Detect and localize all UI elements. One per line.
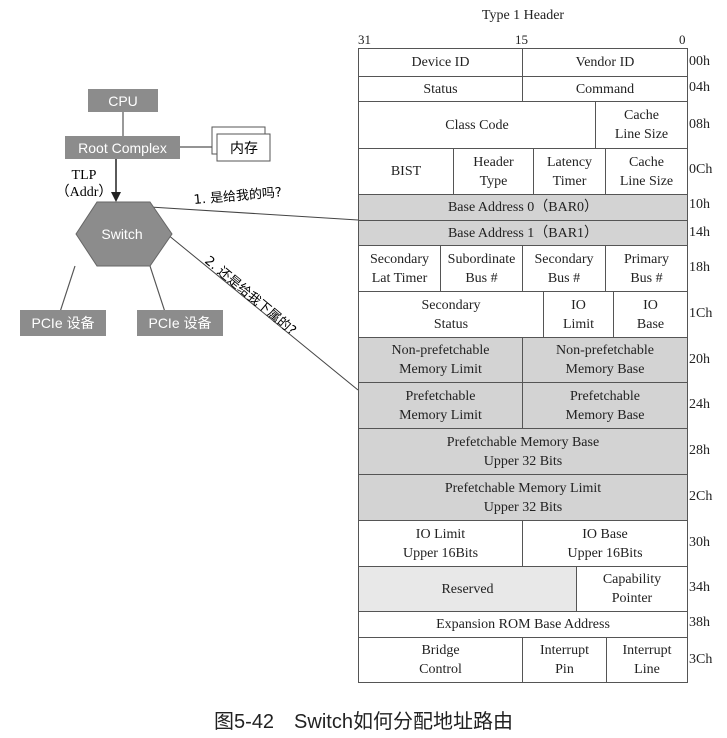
io-limit-cell: IO Limit [544,292,614,338]
status-cell: Status [359,77,523,102]
cache-line-size2-cell: Cache Line Size [606,149,688,195]
pcie-device-2-label: PCIe 设备 [148,315,212,331]
q2-pointer-line [161,229,359,391]
offset-14h: 14h [689,225,710,240]
register-table: Device ID Vendor ID Status Command Class… [358,48,688,683]
offset-3ch: 3Ch [689,652,713,667]
memory-box [216,133,271,162]
pcie-device-1: PCIe 设备 [20,310,106,336]
pcie-device-2: PCIe 设备 [137,310,223,336]
table-title: Type 1 Header [481,8,565,23]
np-memory-limit-cell: Non-prefetchable Memory Limit [359,338,523,383]
offset-20h: 20h [689,352,710,367]
vendor-id-cell: Vendor ID [523,49,688,77]
offset-30h: 30h [689,535,710,550]
primary-bus-cell: Primary Bus # [606,246,688,292]
offset-0ch: 0Ch [689,162,713,177]
memory-label: 内存 [230,141,258,157]
bar1-cell: Base Address 1（BAR1） [359,221,688,246]
latency-timer-cell: Latency Timer [534,149,606,195]
io-base-cell: IO Base [614,292,688,338]
tlp-arrowhead [111,192,121,202]
io-limit-upper-cell: IO Limit Upper 16Bits [359,521,523,567]
addr-label: （Addr） [56,184,113,200]
q1-pointer-line [149,206,359,221]
cache-line-size-cell: Cache Line Size [596,102,688,149]
subordinate-bus-cell: Subordinate Bus # [441,246,523,292]
bist-cell: BIST [359,149,454,195]
reserved-cell: Reserved [359,567,577,612]
offset-2ch: 2Ch [689,489,713,504]
bit-31: 31 [358,32,371,47]
secondary-status-cell: Secondary Status [359,292,544,338]
secondary-lat-timer-cell: Secondary Lat Timer [359,246,441,292]
p-memory-base-cell: Prefetchable Memory Base [523,383,688,429]
device-id-cell: Device ID [359,49,523,77]
capability-pointer-cell: Capability Pointer [577,567,688,612]
root-complex-box: Root Complex [65,136,180,159]
p-memory-limit-cell: Prefetchable Memory Limit [359,383,523,429]
interrupt-line-cell: Interrupt Line [607,638,688,683]
offset-04h: 04h [689,80,710,95]
switch-hexagon [75,201,173,267]
figure-caption: 图5-42 Switch如何分配地址路由 [214,711,513,733]
root-complex-label: Root Complex [78,139,167,156]
bit-15: 15 [515,32,528,47]
interrupt-pin-cell: Interrupt Pin [523,638,607,683]
np-memory-base-cell: Non-prefetchable Memory Base [523,338,688,383]
p-memory-base-upper-cell: Prefetchable Memory Base Upper 32 Bits [359,429,688,475]
expansion-rom-cell: Expansion ROM Base Address [359,612,688,638]
pcie-device-1-label: PCIe 设备 [31,315,95,331]
offset-08h: 08h [689,117,710,132]
offset-24h: 24h [689,397,710,412]
offset-10h: 10h [689,197,710,212]
bit-0: 0 [679,32,686,47]
command-cell: Command [523,77,688,102]
p-memory-limit-upper-cell: Prefetchable Memory Limit Upper 32 Bits [359,475,688,521]
offset-38h: 38h [689,615,710,630]
offset-00h: 00h [689,54,710,69]
header-type-cell: Header Type [454,149,534,195]
tlp-label: TLP [72,168,97,183]
cpu-label: CPU [108,92,138,109]
switch-pcie2-line [149,265,166,313]
class-code-cell: Class Code [359,102,596,149]
offset-28h: 28h [689,443,710,458]
io-base-upper-cell: IO Base Upper 16Bits [523,521,688,567]
switch-pcie1-line [59,265,76,313]
cpu-box: CPU [88,89,158,112]
q1-text: 1. 是给我的吗? [193,184,282,208]
offset-34h: 34h [689,580,710,595]
offset-18h: 18h [689,260,710,275]
bridge-control-cell: Bridge Control [359,638,523,683]
switch-label: Switch [101,226,142,242]
offset-1ch: 1Ch [689,306,713,321]
secondary-bus-cell: Secondary Bus # [523,246,606,292]
bar0-cell: Base Address 0（BAR0） [359,195,688,221]
